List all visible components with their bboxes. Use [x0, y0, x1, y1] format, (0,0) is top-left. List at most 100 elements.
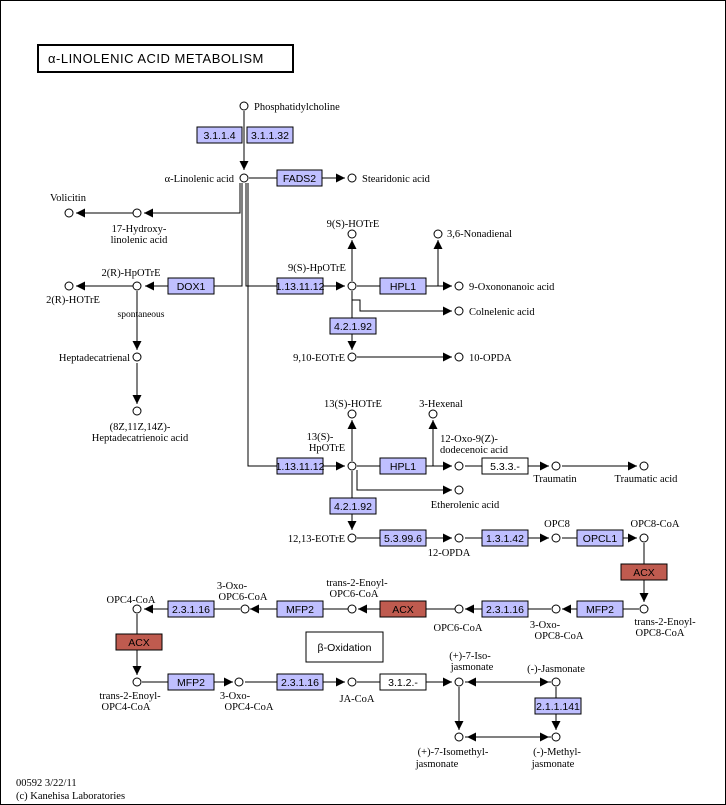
enzyme-2-3-1-16-c[interactable]: 2.3.1.16 — [276, 673, 324, 691]
compound-trans-2-enoyl-opc6-coa[interactable] — [347, 604, 357, 614]
compound-heptadecatrienal[interactable] — [132, 352, 142, 362]
enzyme-2-3-1-16-a[interactable]: 2.3.1.16 — [481, 600, 529, 618]
enzyme-5-3-3[interactable]: 5.3.3.- — [481, 457, 529, 475]
label-9-oxononanoic-acid: 9-Oxononanoic acid — [469, 282, 555, 293]
compound-etherolenic-acid[interactable] — [454, 485, 464, 495]
compound-3-oxo-opc8-coa[interactable] — [551, 604, 561, 614]
compound-traumatin[interactable] — [551, 461, 561, 471]
enzyme-acx-b[interactable]: ACX — [379, 600, 427, 618]
compound-12-oxo-dodecenoic-acid[interactable] — [454, 461, 464, 471]
compound-heptadecatrienoic-acid[interactable] — [132, 406, 142, 416]
enzyme-5-3-99-6[interactable]: 5.3.99.6 — [379, 529, 427, 547]
compound-phosphatidylcholine[interactable] — [239, 101, 249, 111]
compound-9-10-eotre[interactable] — [347, 352, 357, 362]
enzyme-1-13-11-12-a[interactable]: 1.13.11.12 — [276, 277, 325, 295]
compound-2r-hpotre[interactable] — [132, 281, 142, 291]
compound-2r-hotre[interactable] — [64, 281, 74, 291]
label-17-hydroxy-1: 17-Hydroxy- — [112, 224, 167, 235]
enzyme-2-1-1-141[interactable]: 2.1.1.141 — [534, 697, 582, 715]
label-ja-coa: JA-CoA — [339, 694, 374, 705]
enzyme-label: 3.1.2.- — [388, 677, 418, 689]
compound-colnelenic-acid[interactable] — [454, 306, 464, 316]
compound-9-oxononanoic-acid[interactable] — [454, 281, 464, 291]
compound-jasmonate[interactable] — [551, 677, 561, 687]
enzyme-3-1-1-4[interactable]: 3.1.1.4 — [196, 126, 243, 144]
compound-12-13-eotre[interactable] — [347, 533, 357, 543]
enzyme-dox1[interactable]: DOX1 — [167, 277, 215, 295]
map-title-text: α-LINOLENIC ACID METABOLISM — [48, 51, 264, 66]
compound-7-isomethyl-jasmonate[interactable] — [454, 732, 464, 742]
beta-oxidation-map-link[interactable]: β-Oxidation — [305, 631, 384, 663]
compound-13s-hpotre[interactable] — [347, 461, 357, 471]
enzyme-3-1-1-32[interactable]: 3.1.1.32 — [246, 126, 294, 144]
enzyme-label: 3.1.1.32 — [251, 130, 289, 142]
label-traumatin: Traumatin — [533, 474, 577, 485]
compound-10-opda[interactable] — [454, 352, 464, 362]
label-iso-jasmonate-2: jasmonate — [450, 662, 494, 673]
label-spontaneous: spontaneous — [118, 310, 165, 320]
compound-9s-hpotre[interactable] — [347, 281, 357, 291]
compound-3-oxo-opc6-coa[interactable] — [240, 604, 250, 614]
label-isomethyl-jasmonate-2: jasmonate — [415, 759, 459, 770]
compound-12-opda[interactable] — [454, 533, 464, 543]
enzyme-label: 2.1.1.141 — [536, 701, 580, 713]
enzyme-mfp2-c[interactable]: MFP2 — [167, 673, 215, 691]
compound-traumatic-acid[interactable] — [639, 461, 649, 471]
compound-methyl-jasmonate[interactable] — [551, 732, 561, 742]
compound-stearidonic-acid[interactable] — [347, 173, 357, 183]
enzyme-1-13-11-12-b[interactable]: 1.13.11.12 — [276, 457, 325, 475]
label-9s-hotre: 9(S)-HOTrE — [327, 219, 380, 230]
compound-17-hydroxy-linolenic-acid[interactable] — [132, 208, 142, 218]
label-jasmonate: (-)-Jasmonate — [527, 664, 585, 675]
label-10-opda: 10-OPDA — [469, 353, 512, 364]
enzyme-2-3-1-16-b[interactable]: 2.3.1.16 — [167, 600, 215, 618]
compound-opc8[interactable] — [551, 533, 561, 543]
compound-3-hexenal[interactable] — [428, 409, 438, 419]
compound-trans-2-enoyl-opc8-coa[interactable] — [639, 604, 649, 614]
compound-13s-hotre[interactable] — [347, 409, 357, 419]
enzyme-4-2-1-92-a[interactable]: 4.2.1.92 — [329, 317, 377, 335]
compound-9s-hotre[interactable] — [347, 229, 357, 239]
enzyme-label: 2.3.1.16 — [486, 604, 524, 616]
label-etherolenic-acid: Etherolenic acid — [431, 500, 500, 511]
enzyme-label: FADS2 — [283, 173, 316, 185]
enzyme-3-1-2[interactable]: 3.1.2.- — [379, 673, 427, 691]
compound-ja-coa[interactable] — [347, 677, 357, 687]
label-9-10-eotre: 9,10-EOTrE — [293, 353, 345, 364]
enzyme-1-3-1-42[interactable]: 1.3.1.42 — [481, 529, 529, 547]
enzyme-label: OPCL1 — [583, 533, 618, 545]
compound-3-6-nonadienal[interactable] — [433, 229, 443, 239]
compound-alpha-linolenic-acid[interactable] — [239, 173, 249, 183]
label-3-oxo-opc8-coa-2: OPC8-CoA — [534, 631, 583, 642]
label-17-hydroxy-2: linolenic acid — [111, 235, 169, 246]
enzyme-mfp2-b[interactable]: MFP2 — [276, 600, 324, 618]
enzyme-label: 1.13.11.12 — [276, 461, 325, 473]
enzyme-acx-c[interactable]: ACX — [115, 633, 163, 651]
enzyme-label: MFP2 — [586, 604, 614, 616]
label-opc8: OPC8 — [544, 519, 570, 530]
enzyme-label: HPL1 — [390, 281, 416, 293]
enzyme-hpl1-b[interactable]: HPL1 — [379, 457, 427, 475]
label-opc4-coa: OPC4-CoA — [106, 595, 155, 606]
label-2r-hpotre: 2(R)-HpOTrE — [101, 268, 160, 279]
label-3-oxo-opc6-coa-2: OPC6-CoA — [218, 592, 267, 603]
compound-opc4-coa[interactable] — [132, 604, 142, 614]
compound-opc6-coa[interactable] — [454, 604, 464, 614]
compound-volicitin[interactable] — [64, 208, 74, 218]
compound-3-oxo-opc4-coa[interactable] — [234, 677, 244, 687]
label-enoyl-opc4-coa-2: OPC4-CoA — [101, 702, 150, 713]
compound-trans-2-enoyl-opc4-coa[interactable] — [132, 677, 142, 687]
compound-7-iso-jasmonate[interactable] — [454, 677, 464, 687]
label-13s-hpotre-1: 13(S)- — [307, 432, 334, 443]
enzyme-fads2[interactable]: FADS2 — [276, 169, 323, 187]
enzyme-label: HPL1 — [390, 461, 416, 473]
enzyme-4-2-1-92-b[interactable]: 4.2.1.92 — [329, 497, 377, 515]
footer-copyright: (c) Kanehisa Laboratories — [16, 791, 125, 802]
enzyme-mfp2-a[interactable]: MFP2 — [576, 600, 624, 618]
enzyme-opcl1[interactable]: OPCL1 — [576, 529, 624, 547]
compound-opc8-coa[interactable] — [639, 533, 649, 543]
label-enoyl-opc4-coa-1: trans-2-Enoyl- — [99, 691, 161, 702]
enzyme-hpl1-a[interactable]: HPL1 — [379, 277, 427, 295]
label-3-oxo-opc6-coa-1: 3-Oxo- — [217, 581, 248, 592]
enzyme-acx-a[interactable]: ACX — [620, 563, 668, 581]
